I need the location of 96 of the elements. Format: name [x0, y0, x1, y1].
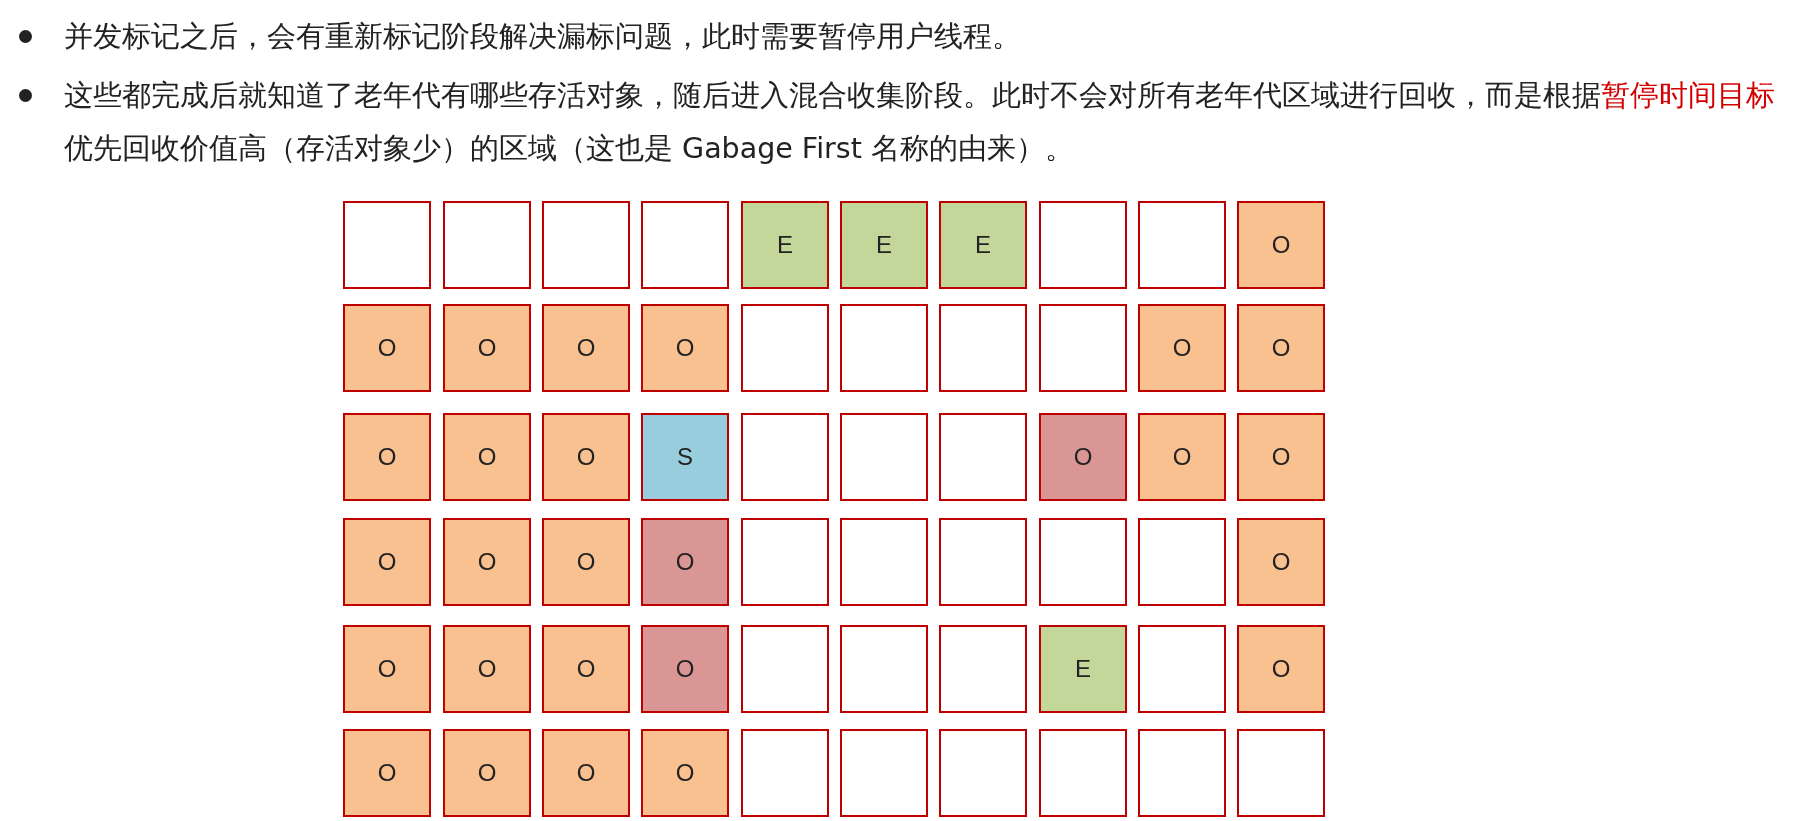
region-box — [1237, 413, 1325, 501]
region-label: E — [975, 231, 991, 259]
region-box — [641, 729, 729, 817]
region-label: O — [576, 548, 596, 576]
region-label: O — [1271, 231, 1291, 259]
region-label: O — [477, 548, 497, 576]
paragraph-text: 并发标记之后，会有重新标记阶段解决漏标问题，此时需要暂停用户线程。 — [64, 20, 1021, 53]
paragraph-text: 这些都完成后就知道了老年代有哪些存活对象，随后进入混合收集阶段。此时不会对所有老年代区域进行回收，而是根据 — [64, 79, 1601, 112]
region-box — [1138, 413, 1226, 501]
region-box — [741, 518, 829, 606]
region-label: O — [675, 759, 695, 787]
region-box — [542, 625, 630, 713]
region-box — [1039, 413, 1127, 501]
region-label: O — [675, 334, 695, 362]
region-box — [542, 413, 630, 501]
region-label: O — [377, 655, 397, 683]
paragraph-text: 优先回收价值高（存活对象少）的区域（这也是 Gabage First 名称的由来）。 — [64, 132, 1074, 165]
region-box — [939, 413, 1027, 501]
region-box — [939, 201, 1027, 289]
region-label: O — [477, 759, 497, 787]
region-box — [1039, 304, 1127, 392]
region-box — [343, 304, 431, 392]
highlighted-text: 暂停时间目标 — [1601, 79, 1775, 112]
region-box — [1138, 729, 1226, 817]
region-label: O — [1271, 655, 1291, 683]
region-box — [542, 201, 630, 289]
region-box — [939, 625, 1027, 713]
region-label: O — [477, 443, 497, 471]
region-box — [443, 729, 531, 817]
region-box — [840, 518, 928, 606]
region-label: O — [1172, 334, 1192, 362]
region-box — [1237, 304, 1325, 392]
region-box — [641, 413, 729, 501]
region-label: O — [1271, 548, 1291, 576]
region-label: O — [377, 443, 397, 471]
region-box — [542, 729, 630, 817]
region-box — [1039, 201, 1127, 289]
region-label: O — [1073, 443, 1093, 471]
region-label: O — [675, 655, 695, 683]
region-box — [443, 518, 531, 606]
region-box — [840, 413, 928, 501]
region-box — [1138, 304, 1226, 392]
region-box — [443, 304, 531, 392]
region-box — [1039, 625, 1127, 713]
region-box — [343, 729, 431, 817]
region-label: O — [576, 334, 596, 362]
region-box — [1237, 729, 1325, 817]
region-label: O — [1271, 334, 1291, 362]
region-box — [1237, 201, 1325, 289]
region-label: O — [377, 759, 397, 787]
region-box — [939, 729, 1027, 817]
region-box — [840, 304, 928, 392]
region-box — [542, 304, 630, 392]
region-box — [542, 518, 630, 606]
region-box — [840, 201, 928, 289]
region-label: O — [576, 655, 596, 683]
region-box — [939, 304, 1027, 392]
region-box — [1039, 518, 1127, 606]
region-box — [443, 201, 531, 289]
region-label: E — [777, 231, 793, 259]
region-label: O — [477, 655, 497, 683]
region-label: E — [1075, 655, 1091, 683]
region-label: O — [477, 334, 497, 362]
region-label: O — [377, 548, 397, 576]
region-label: O — [1271, 443, 1291, 471]
region-box — [641, 518, 729, 606]
region-box — [840, 625, 928, 713]
region-label: O — [576, 443, 596, 471]
region-label: O — [675, 548, 695, 576]
region-box — [641, 201, 729, 289]
region-box — [741, 304, 829, 392]
region-box — [1138, 201, 1226, 289]
region-label: S — [677, 443, 693, 471]
region-label: O — [377, 334, 397, 362]
region-box — [641, 304, 729, 392]
region-box — [741, 729, 829, 817]
region-box — [1237, 518, 1325, 606]
region-box — [343, 413, 431, 501]
region-box — [741, 201, 829, 289]
region-box — [443, 625, 531, 713]
region-box — [443, 413, 531, 501]
region-box — [1138, 518, 1226, 606]
region-label: E — [876, 231, 892, 259]
region-box — [1237, 625, 1325, 713]
region-box — [343, 518, 431, 606]
region-box — [1138, 625, 1226, 713]
region-box — [641, 625, 729, 713]
region-label: O — [1172, 443, 1192, 471]
region-label: O — [576, 759, 596, 787]
region-box — [741, 625, 829, 713]
region-box — [1039, 729, 1127, 817]
region-box — [343, 201, 431, 289]
region-box — [840, 729, 928, 817]
region-box — [741, 413, 829, 501]
region-box — [939, 518, 1027, 606]
region-box — [343, 625, 431, 713]
